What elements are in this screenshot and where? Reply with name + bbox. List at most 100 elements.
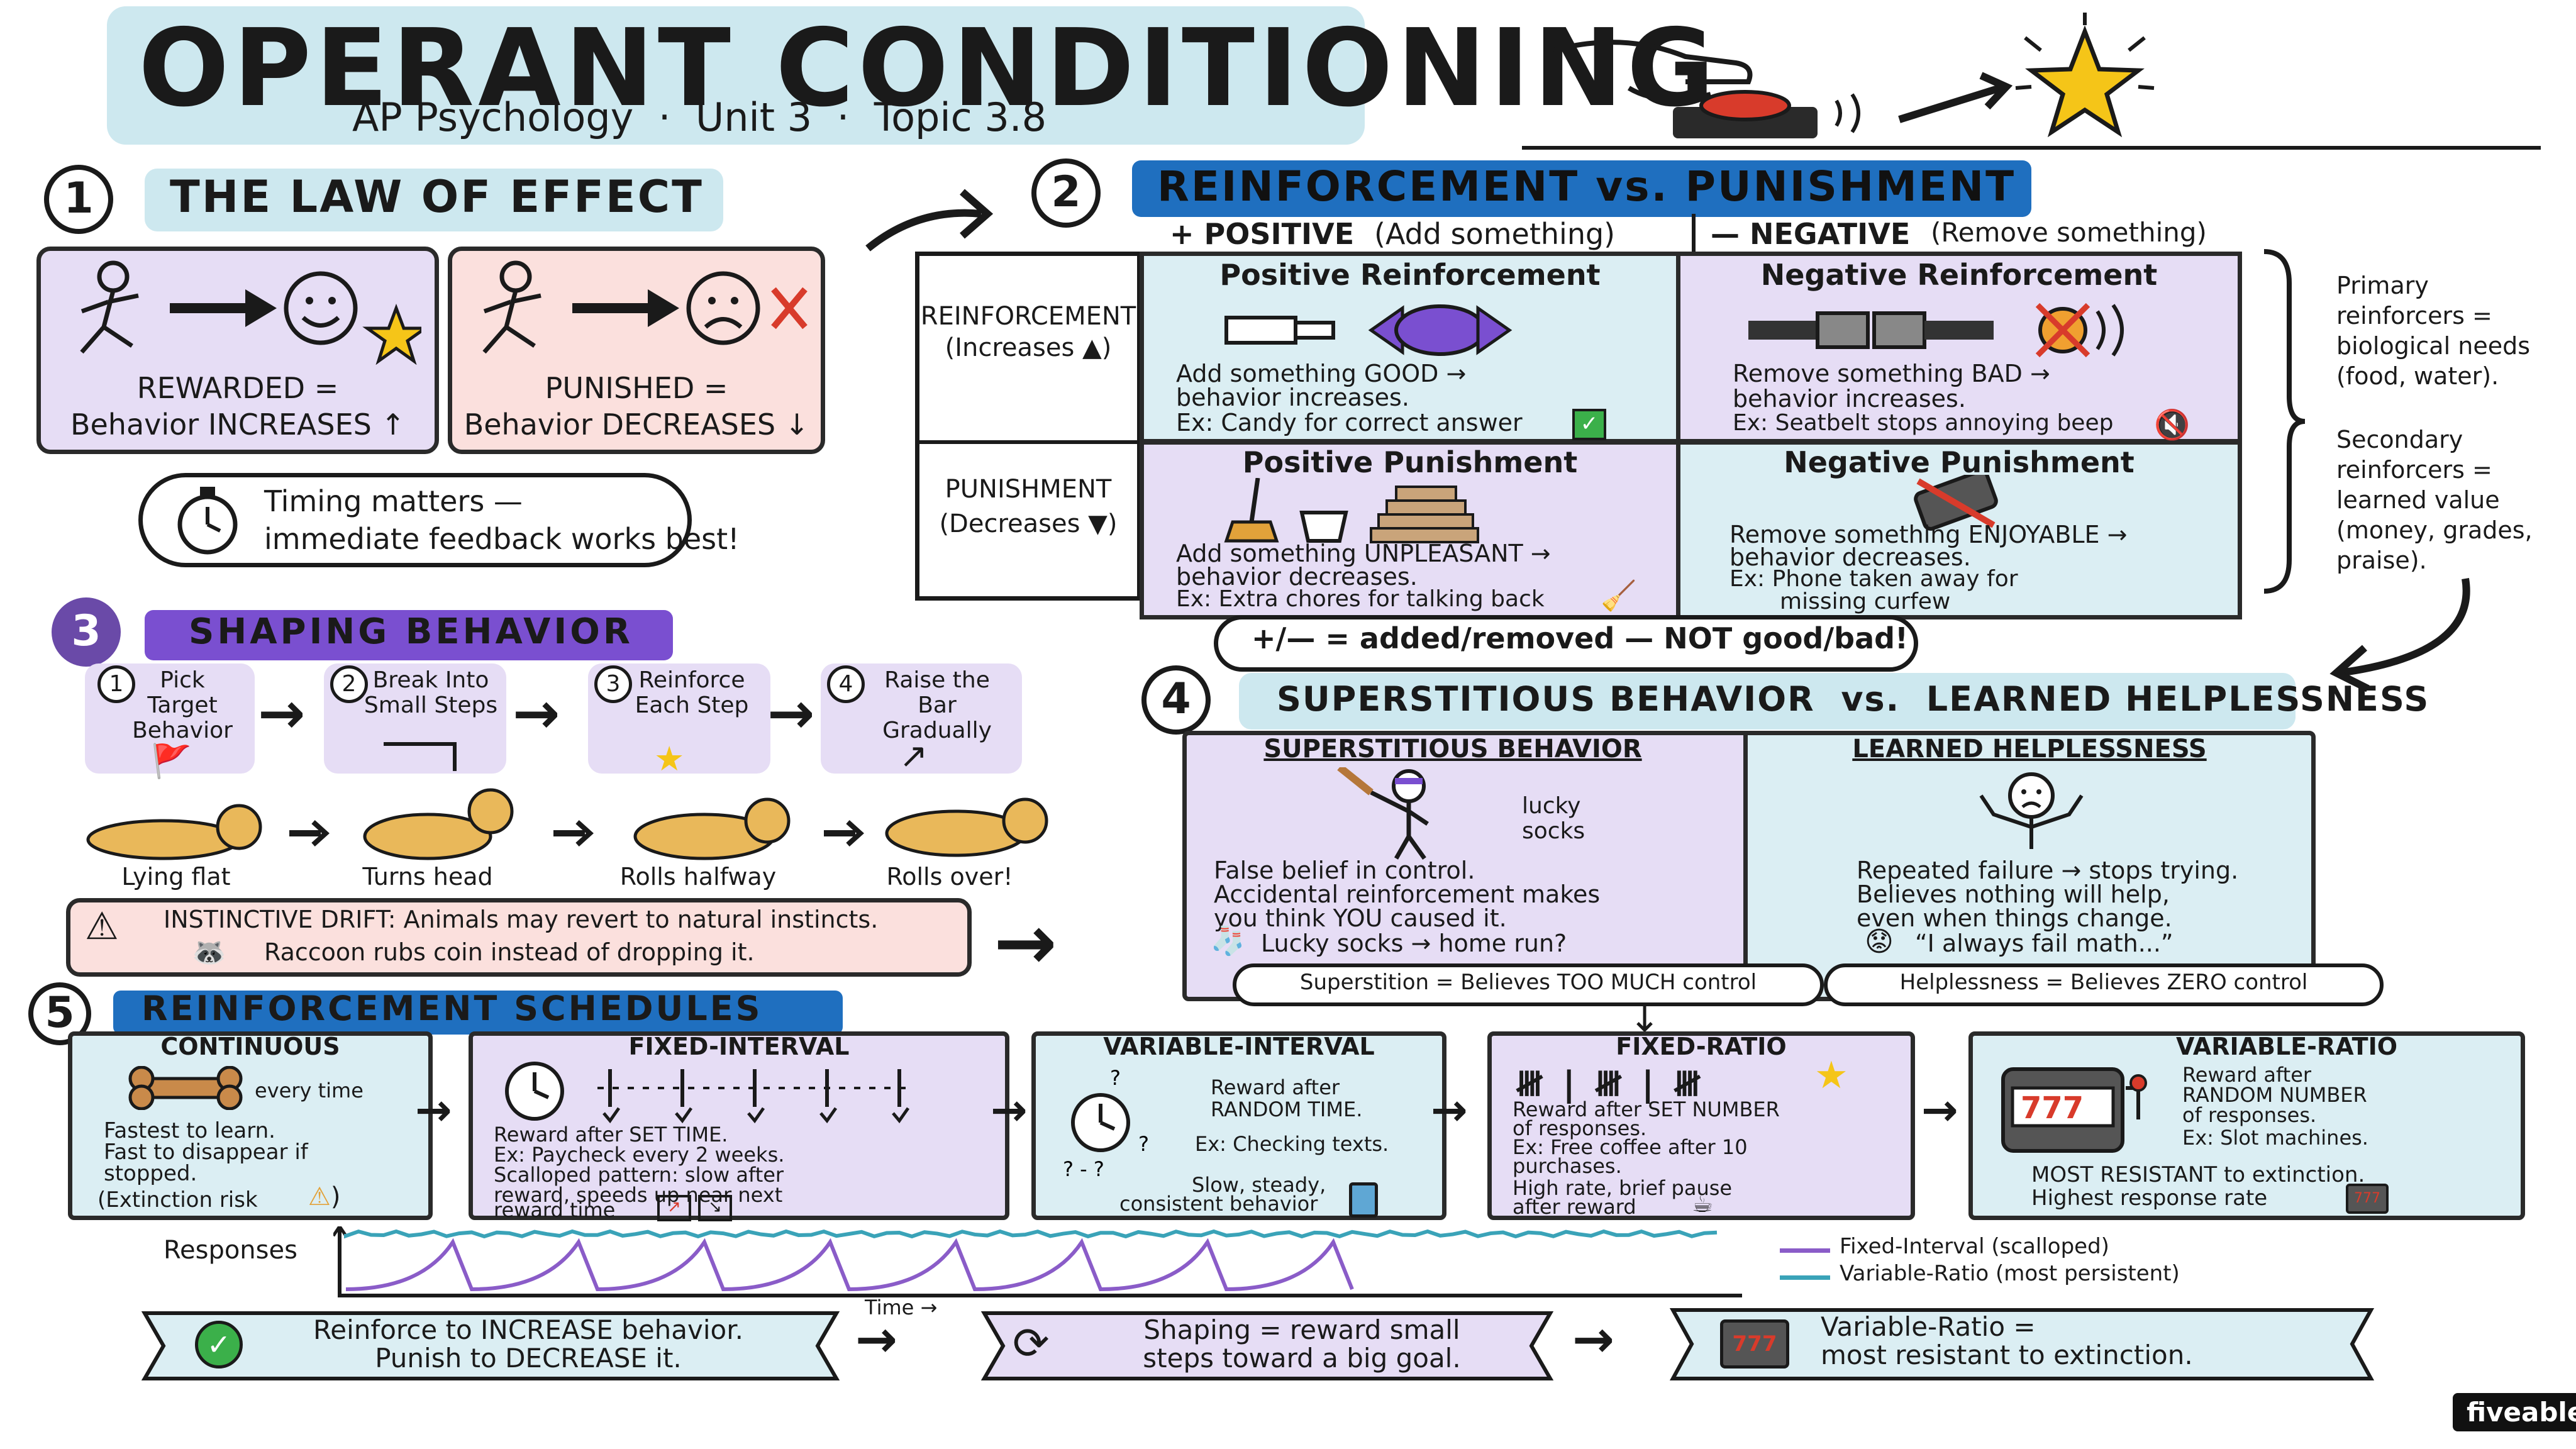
continuous-tag: every time bbox=[255, 1079, 364, 1102]
row-reinforcement-label: REINFORCEMENT bbox=[920, 302, 1136, 331]
pp-line3: Ex: Extra chores for talking back bbox=[1176, 586, 1545, 612]
section-3-number: 3 bbox=[52, 597, 121, 667]
vr-line5: MOST RESISTANT to extinction. bbox=[2031, 1162, 2365, 1187]
section-1-title: THE LAW OF EFFECT bbox=[170, 171, 704, 223]
dog-label-1: Lying flat bbox=[121, 863, 231, 891]
section-2-banner bbox=[1132, 160, 2031, 217]
step-arrow-1: → bbox=[258, 680, 306, 747]
sched-arrow-4: → bbox=[1921, 1084, 1958, 1136]
punished-card bbox=[448, 247, 825, 454]
timing-line2: immediate feedback works best! bbox=[264, 522, 740, 556]
legend-vr-label: Variable-Ratio (most persistent) bbox=[1840, 1261, 2180, 1286]
nr-line2: behavior increases. bbox=[1733, 385, 1966, 413]
footer-3-line2: most resistant to extinction. bbox=[1821, 1340, 2193, 1370]
fi-title: FIXED-INTERVAL bbox=[628, 1033, 850, 1060]
step-label-1: Pick Target Behavior bbox=[132, 667, 233, 743]
vr-line3: of responses. bbox=[2182, 1103, 2317, 1127]
continuous-line4: (Extinction risk bbox=[97, 1187, 258, 1213]
sched-arrow-2: → bbox=[991, 1084, 1028, 1136]
section-1-banner bbox=[145, 169, 723, 231]
dog-label-2: Turns head bbox=[362, 863, 493, 891]
step-label-4: Raise the Bar Gradually bbox=[882, 667, 992, 743]
chart-up-icon: ↗ bbox=[657, 1195, 691, 1221]
pr-line1: Add something GOOD → bbox=[1176, 360, 1467, 387]
step-arrow-2: → bbox=[513, 680, 560, 747]
fr-line1: Reward after SET NUMBER bbox=[1513, 1097, 1780, 1121]
helplessness-equation-bubble bbox=[1824, 963, 2384, 1006]
fi-line3: Scalloped pattern: slow after bbox=[494, 1163, 784, 1187]
np-line1: Remove something ENJOYABLE → bbox=[1729, 521, 2128, 548]
vi-line4: Slow, steady, bbox=[1192, 1173, 1326, 1197]
rising-arrow-icon: ↗ bbox=[899, 736, 928, 775]
fr-title: FIXED-RATIO bbox=[1616, 1033, 1787, 1060]
footer-1-line1: Reinforce to INCREASE behavior. bbox=[313, 1314, 744, 1345]
vi-title: VARIABLE-INTERVAL bbox=[1103, 1033, 1375, 1060]
brace bbox=[2263, 249, 2306, 594]
warning-icon: ⚠ bbox=[85, 904, 119, 948]
section-2-title: REINFORCEMENT vs. PUNISHMENT bbox=[1157, 162, 2016, 211]
drift-line1: INSTINCTIVE DRIFT: Animals may revert to… bbox=[164, 906, 879, 933]
svg-text:?: ? bbox=[1138, 1132, 1149, 1156]
section-4-banner bbox=[1239, 673, 2296, 730]
vi-clock-icon: ? ? - ? ? bbox=[1063, 1069, 1149, 1181]
runner-happy-icon bbox=[80, 260, 421, 365]
section-5-banner bbox=[113, 991, 843, 1035]
legend-fi-swatch bbox=[1780, 1248, 1830, 1253]
seatbelt-icon bbox=[1748, 303, 2124, 358]
nr-title: Negative Reinforcement bbox=[1760, 258, 2158, 292]
chart-down-icon: ↘ bbox=[698, 1195, 732, 1221]
step-number-4: 4 bbox=[827, 665, 865, 703]
step-star-icon: ★ bbox=[654, 739, 685, 779]
lh-line2: Believes nothing will help, bbox=[1857, 880, 2170, 908]
header-rule bbox=[1522, 146, 2541, 150]
flow-arrow-2-4 bbox=[2329, 578, 2470, 692]
footer-slot-icon: 777 bbox=[1720, 1319, 1789, 1368]
superstitious-card bbox=[1182, 731, 1748, 1001]
superstitious-title: SUPERSTITIOUS BEHAVIOR bbox=[1263, 735, 1642, 763]
superstition-equation-bubble bbox=[1233, 963, 1824, 1006]
dog-sequence bbox=[86, 788, 1048, 860]
graph-xlabel: Time → bbox=[865, 1296, 938, 1319]
check-circle-icon: ✓ bbox=[195, 1321, 243, 1368]
np-title: Negative Punishment bbox=[1784, 445, 2135, 479]
helplessness-equation: Helplessness = Believes ZERO control bbox=[1899, 970, 2308, 995]
stopwatch-icon bbox=[177, 487, 238, 555]
sup-line3: you think YOU caused it. bbox=[1214, 904, 1507, 932]
section-4-title: SUPERSTITIOUS BEHAVIOR vs. LEARNED HELPL… bbox=[1277, 679, 2430, 719]
sup-line1: False belief in control. bbox=[1214, 857, 1475, 884]
np-line2: behavior decreases. bbox=[1729, 543, 1971, 571]
runner-sad-icon bbox=[482, 260, 808, 354]
broom-icon: 🧹 bbox=[1601, 579, 1637, 613]
rewarded-line2: Behavior INCREASES ↑ bbox=[70, 408, 406, 441]
check-icon: ✓ bbox=[1572, 409, 1606, 440]
vr-line4: Ex: Slot machines. bbox=[2182, 1126, 2368, 1150]
column-divider bbox=[1692, 214, 1696, 252]
flag-icon: 🚩 bbox=[151, 743, 192, 780]
fr-line2: of responses. bbox=[1513, 1116, 1647, 1140]
secondary-reinforcer-note: Secondary reinforcers = learned value (m… bbox=[2336, 426, 2533, 574]
coffee-icon: ☕ bbox=[1692, 1190, 1714, 1218]
page-subtitle: AP Psychology · Unit 3 · Topic 3.8 bbox=[352, 94, 1047, 140]
fi-line2: Ex: Paycheck every 2 weeks. bbox=[494, 1143, 785, 1167]
row-punishment-label: PUNISHMENT bbox=[945, 475, 1112, 504]
lh-line3: even when things change. bbox=[1857, 904, 2172, 932]
negative-header: — NEGATIVE bbox=[1711, 217, 1911, 251]
nr-line3: Ex: Seatbelt stops annoying beep bbox=[1733, 410, 2114, 436]
fr-line4: purchases. bbox=[1513, 1154, 1622, 1178]
svg-text:? - ?: ? - ? bbox=[1063, 1157, 1104, 1181]
flow-arrow-3-4: → bbox=[994, 899, 1057, 987]
mini-slot-icon: 777 bbox=[2346, 1184, 2389, 1214]
step-arrow-3: → bbox=[767, 680, 815, 747]
brand-logo: fiveable bbox=[2453, 1393, 2576, 1431]
footer-banner-2 bbox=[980, 1311, 1554, 1380]
row-punishment-sub: (Decreases ▼) bbox=[939, 509, 1118, 538]
fr-star-icon: ★ bbox=[1814, 1053, 1848, 1097]
fr-line6: after reward bbox=[1513, 1195, 1636, 1219]
np-line3: Ex: Phone taken away for bbox=[1729, 566, 2018, 592]
vr-line2: RANDOM NUMBER bbox=[2182, 1083, 2367, 1107]
pr-line3: Ex: Candy for correct answer bbox=[1176, 409, 1523, 436]
vr-line6: Highest response rate bbox=[2031, 1185, 2268, 1211]
cycle-icon: ⟳ bbox=[1013, 1318, 1050, 1369]
sock-icon: 🧦 bbox=[1211, 925, 1245, 957]
star-icon bbox=[2015, 13, 2155, 138]
